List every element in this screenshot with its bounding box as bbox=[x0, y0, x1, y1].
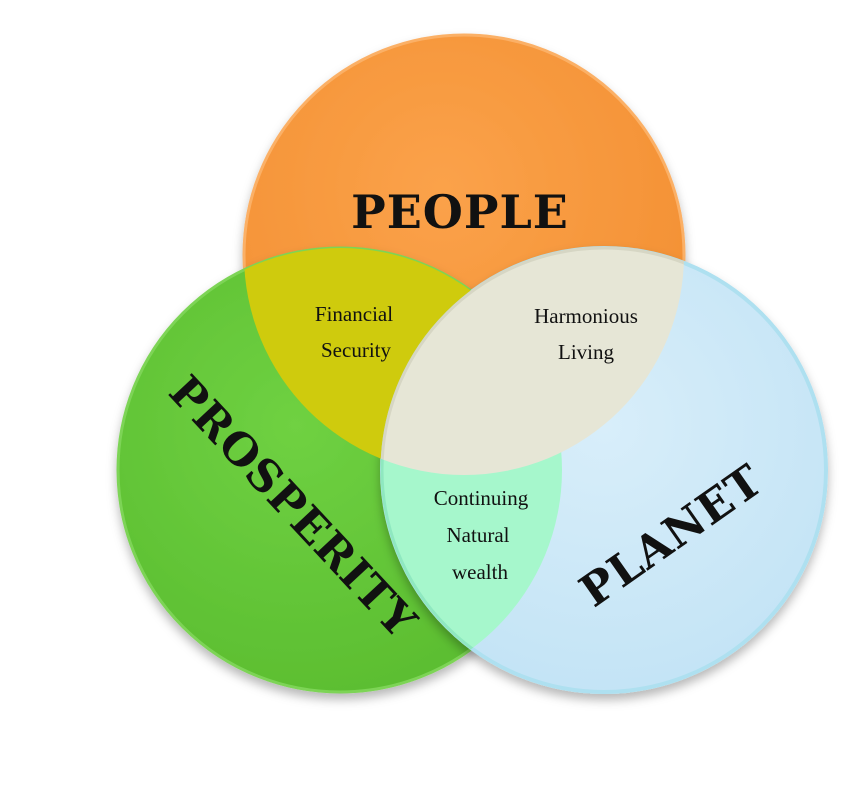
harmonious-living-line1: Harmonious bbox=[534, 304, 638, 328]
continuing-natural-wealth-line1: Continuing bbox=[434, 486, 529, 510]
people-label: PEOPLE bbox=[351, 185, 569, 239]
financial-security-line1: Financial bbox=[315, 302, 393, 326]
continuing-natural-wealth-line2: Natural bbox=[447, 523, 510, 547]
continuing-natural-wealth-line3: wealth bbox=[452, 560, 508, 584]
harmonious-living-line2: Living bbox=[558, 340, 614, 364]
financial-security-line2: Security bbox=[321, 338, 391, 362]
